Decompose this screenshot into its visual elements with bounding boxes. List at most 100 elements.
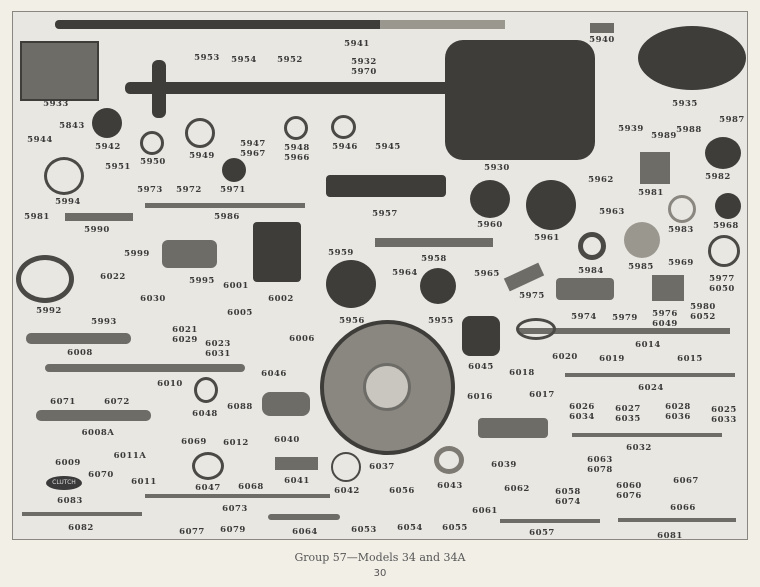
part-number-label: 6037 — [369, 462, 395, 472]
part-number-label: 5944 — [27, 135, 53, 145]
part-number-label: 6016 — [467, 392, 493, 402]
part-number-label: 6083 — [57, 496, 83, 506]
page-number: 30 — [373, 568, 387, 579]
part-number-label: 5975 — [519, 291, 545, 301]
part-number-label: 5983 — [668, 225, 694, 235]
sleeve-6041 — [275, 457, 318, 470]
part-number-label: 5947 5967 — [240, 139, 266, 159]
rod-6081 — [618, 518, 736, 522]
rod-6082 — [22, 512, 142, 516]
part-number-label: 5994 — [55, 197, 81, 207]
part-number-label: 6072 — [104, 397, 130, 407]
coupling-5976 — [652, 275, 684, 301]
part-number-label: 5992 — [36, 306, 62, 316]
part-number-label: 5932 5970 — [351, 57, 377, 77]
part-number-label: 6042 — [334, 486, 360, 496]
part-number-label: 6047 — [195, 483, 221, 493]
part-number-label: 5843 — [59, 121, 85, 131]
ring-6043 — [434, 446, 464, 474]
rod-6073 — [145, 494, 330, 498]
part-number-label: 6001 — [223, 281, 249, 291]
part-number-label: 5993 — [91, 317, 117, 327]
part-number-label: 6006 — [289, 334, 315, 344]
rod-6032 — [572, 433, 722, 437]
part-number-label: 5949 — [189, 151, 215, 161]
part-number-label: 6018 — [509, 368, 535, 378]
part-number-label: 6023 6031 — [205, 339, 231, 359]
part-number-label: 6046 — [261, 369, 287, 379]
part-number-label: 5948 5966 — [284, 143, 310, 163]
part-number-label: 6073 — [222, 504, 248, 514]
part-number-label: 5968 — [713, 221, 739, 231]
part-number-label: 5945 — [375, 142, 401, 152]
part-number-label: 5973 — [137, 185, 163, 195]
washer-5985 — [624, 222, 660, 258]
part-number-label: 6030 — [140, 294, 166, 304]
part-number-label: 6058 6074 — [555, 487, 581, 507]
part-number-label: 5965 — [474, 269, 500, 279]
part-number-label: 6088 — [227, 402, 253, 412]
ring-5977 — [708, 235, 740, 267]
part-number-label: 5979 — [612, 313, 638, 323]
rod-6057 — [500, 519, 600, 523]
gear-5955 — [420, 268, 456, 304]
clutch-plate-hub — [363, 363, 411, 411]
part-number-label: 6054 — [397, 523, 423, 533]
part-number-label: 6011A — [113, 451, 147, 461]
part-number-label: 6077 — [179, 527, 205, 537]
ring-5950 — [140, 131, 164, 155]
part-number-label: 6043 — [437, 481, 463, 491]
part-number-label: 6014 — [635, 340, 661, 350]
spindle-6040 — [262, 392, 310, 416]
gear-5960 — [470, 180, 510, 218]
part-number-label: 6039 — [491, 460, 517, 470]
part-number-label: 6062 — [504, 484, 530, 494]
gear-5942 — [92, 108, 122, 138]
part-number-label: 5964 — [392, 268, 418, 278]
part-number-label: 5942 — [95, 142, 121, 152]
part-number-label: 5971 — [220, 185, 246, 195]
part-number-label: 6057 — [529, 528, 555, 538]
part-number-label: 5959 — [328, 248, 354, 258]
part-number-label: 6048 — [192, 409, 218, 419]
clutch-badge-6083: CLUTCH — [46, 476, 82, 490]
part-number-label: 5977 6050 — [709, 274, 735, 294]
part-number-label: 5987 — [719, 115, 745, 125]
part-number-label: 6002 — [268, 294, 294, 304]
part-number-label: 6010 — [157, 379, 183, 389]
part-number-label: 6012 — [223, 438, 249, 448]
inspection-cover-plate — [20, 41, 99, 101]
part-number-label: 5960 — [477, 220, 503, 230]
part-number-label: 6067 — [673, 476, 699, 486]
gear-5961 — [526, 180, 576, 230]
part-number-label: 5954 — [231, 55, 257, 65]
part-number-label: 6027 6035 — [615, 404, 641, 424]
lever-6014-loop — [516, 318, 556, 340]
part-number-label: 5941 — [344, 39, 370, 49]
part-number-label: 5939 — [618, 124, 644, 134]
part-number-label: 5972 — [176, 185, 202, 195]
spring-6045 — [462, 316, 500, 356]
gear-5956 — [326, 260, 376, 308]
rod-6010 — [45, 364, 245, 372]
part-number-label: 5951 — [105, 162, 131, 172]
ring-5994 — [44, 157, 84, 195]
part-number-label: 5930 — [484, 163, 510, 173]
transmission-case — [445, 40, 595, 160]
part-number-label: 6021 6029 — [172, 325, 198, 345]
part-number-label: 6009 — [55, 458, 81, 468]
gear-5971 — [222, 158, 246, 182]
cage-5968 — [715, 193, 741, 219]
bearing-5982 — [705, 137, 741, 169]
part-number-label: 6082 — [68, 523, 94, 533]
part-number-label: 5962 — [588, 175, 614, 185]
cluster-gear-5957 — [326, 175, 446, 197]
part-number-label: 6055 — [442, 523, 468, 533]
part-number-label: 6053 — [351, 525, 377, 535]
part-number-label: 5981 — [24, 212, 50, 222]
part-number-label: 5956 — [339, 316, 365, 326]
shift-rod-5986 — [145, 203, 305, 208]
part-number-label: 6028 6036 — [665, 402, 691, 422]
part-number-label: 6069 — [181, 437, 207, 447]
part-number-label: 6032 — [626, 443, 652, 453]
